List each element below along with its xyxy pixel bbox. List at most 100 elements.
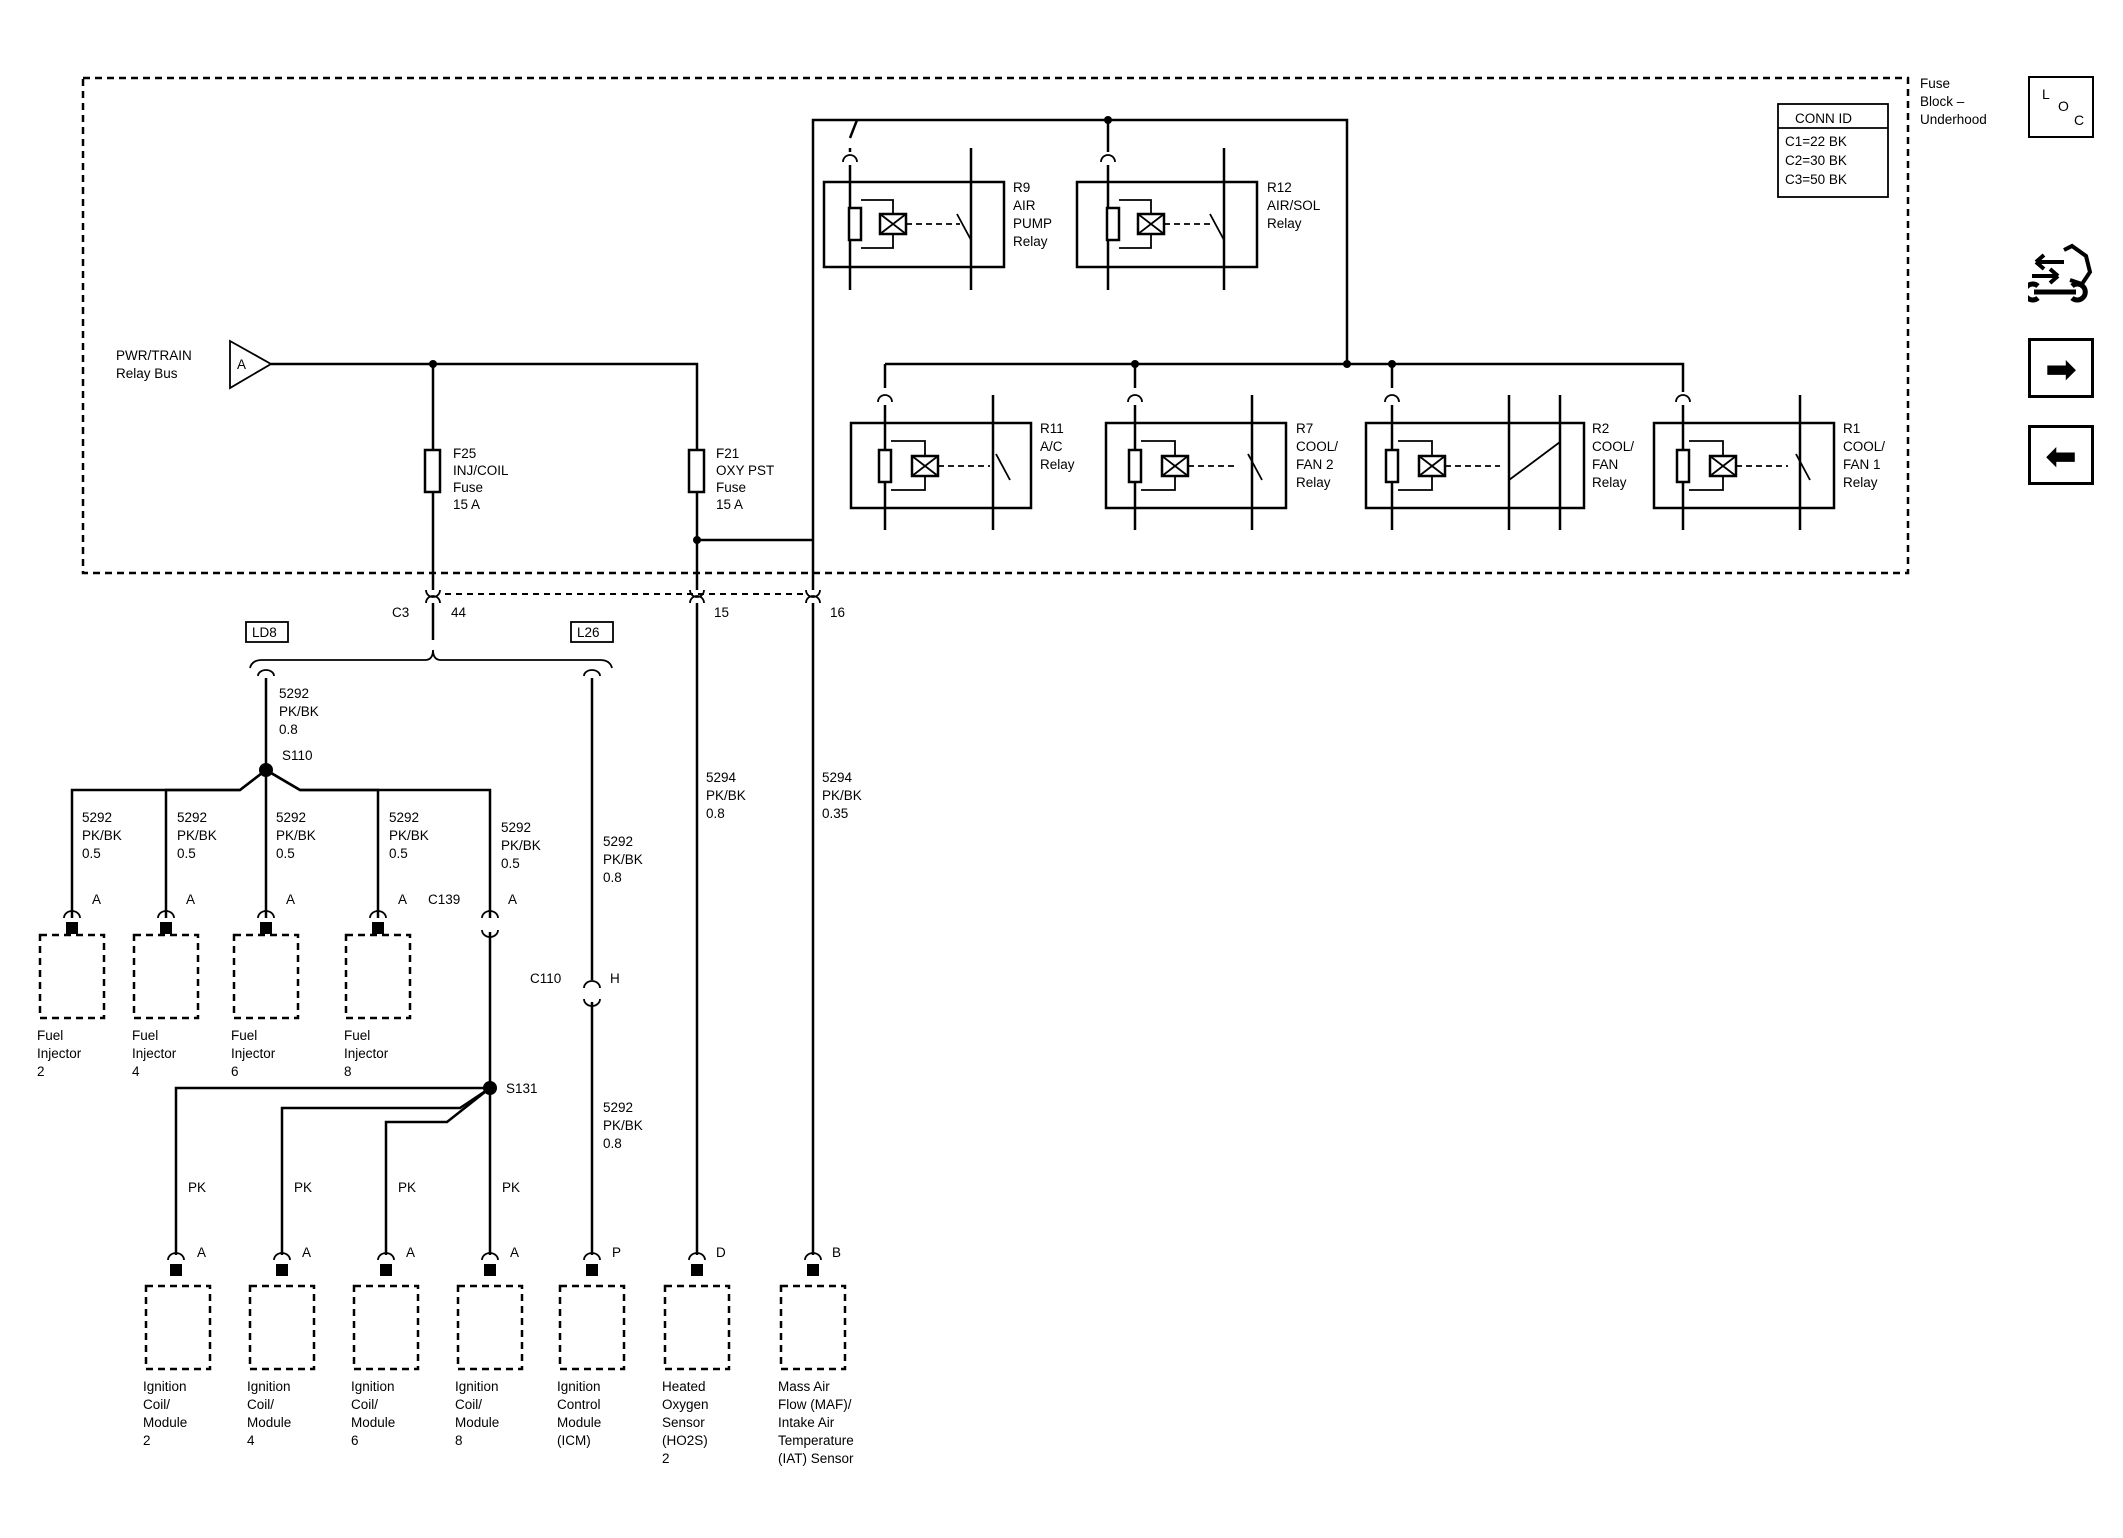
wire-c139-label: 5292 PK/BK 0.5 xyxy=(501,820,541,871)
svg-text:H: H xyxy=(610,971,620,986)
svg-text:R7: R7 xyxy=(1296,421,1313,436)
svg-text:C139: C139 xyxy=(428,892,460,907)
wire-main-label: 5292 PK/BK 0.8 xyxy=(279,686,319,737)
svg-text:5292: 5292 xyxy=(501,820,531,835)
wrench-car-icon[interactable] xyxy=(2028,242,2094,312)
ignition-control-module: P Ignition Control Module (ICM) xyxy=(557,1245,626,1448)
svg-text:Oxygen: Oxygen xyxy=(662,1397,709,1412)
svg-text:A: A xyxy=(398,892,407,907)
fuse-f21: F21 OXY PST Fuse 15 A xyxy=(687,446,774,512)
svg-text:Underhood: Underhood xyxy=(1920,112,1987,127)
svg-text:P: P xyxy=(612,1245,621,1260)
svg-text:Coil/: Coil/ xyxy=(143,1397,170,1412)
svg-text:2: 2 xyxy=(143,1433,151,1448)
svg-text:PK/BK: PK/BK xyxy=(603,1118,643,1133)
svg-text:Relay: Relay xyxy=(1013,234,1048,249)
location-button[interactable]: L O C xyxy=(2028,76,2094,138)
svg-text:D: D xyxy=(716,1245,726,1260)
svg-text:A: A xyxy=(186,892,195,907)
svg-text:Control: Control xyxy=(557,1397,601,1412)
svg-text:5294: 5294 xyxy=(822,770,853,785)
svg-text:8: 8 xyxy=(344,1064,352,1079)
fuel-injector-8: A Fuel Injector 8 xyxy=(344,892,412,1079)
svg-text:A/C: A/C xyxy=(1040,439,1063,454)
svg-text:C3=50 BK: C3=50 BK xyxy=(1785,172,1847,187)
svg-text:0.35: 0.35 xyxy=(822,806,848,821)
svg-text:C2=30 BK: C2=30 BK xyxy=(1785,153,1847,168)
svg-text:Module: Module xyxy=(557,1415,601,1430)
svg-text:8: 8 xyxy=(455,1433,463,1448)
svg-text:C110: C110 xyxy=(530,971,561,986)
svg-text:B: B xyxy=(832,1245,841,1260)
maf-iat-sensor: B Mass Air Flow (MAF)/ Intake Air Temper… xyxy=(778,1245,854,1466)
svg-text:6: 6 xyxy=(351,1433,359,1448)
svg-text:0.8: 0.8 xyxy=(603,1136,622,1151)
svg-text:INJ/COIL: INJ/COIL xyxy=(453,463,509,478)
svg-text:OXY PST: OXY PST xyxy=(716,463,774,478)
fuse-f25: F25 INJ/COIL Fuse 15 A xyxy=(423,446,509,512)
svg-text:R2: R2 xyxy=(1592,421,1609,436)
loc-letter-l: L xyxy=(2042,86,2050,102)
svg-text:Mass Air: Mass Air xyxy=(778,1379,830,1394)
svg-text:15 A: 15 A xyxy=(716,497,743,512)
svg-text:PK/BK: PK/BK xyxy=(389,828,429,843)
svg-text:PK: PK xyxy=(188,1180,206,1195)
svg-text:6: 6 xyxy=(231,1064,239,1079)
svg-text:16: 16 xyxy=(830,605,845,620)
svg-text:R12: R12 xyxy=(1267,180,1292,195)
svg-text:COOL/: COOL/ xyxy=(1843,439,1885,454)
pwr-train-relay-bus: PWR/TRAIN Relay Bus A xyxy=(116,339,273,390)
svg-text:R11: R11 xyxy=(1040,421,1064,436)
svg-text:C3: C3 xyxy=(392,605,409,620)
svg-text:Module: Module xyxy=(247,1415,291,1430)
svg-text:A: A xyxy=(92,892,101,907)
wire-l26-lower-label: 5292 PK/BK 0.8 xyxy=(603,1100,643,1151)
svg-text:Module: Module xyxy=(351,1415,395,1430)
relay-r1: R1 COOL/ FAN 1 Relay xyxy=(1652,394,1885,530)
svg-text:5292: 5292 xyxy=(389,810,419,825)
back-button[interactable]: ⬅ xyxy=(2028,425,2094,485)
heated-oxygen-sensor-2: D Heated Oxygen Sensor (HO2S) 2 xyxy=(662,1245,731,1466)
svg-text:A: A xyxy=(237,357,246,372)
svg-text:A: A xyxy=(508,892,517,907)
fuel-injector-6: A Fuel Injector 6 xyxy=(231,892,300,1079)
fuse-block-boundary xyxy=(81,76,1910,575)
svg-text:Heated: Heated xyxy=(662,1379,706,1394)
svg-text:PK/BK: PK/BK xyxy=(603,852,643,867)
wire-inj8-label: 5292 PK/BK 0.5 xyxy=(389,810,429,861)
svg-text:A: A xyxy=(197,1245,206,1260)
svg-text:0.5: 0.5 xyxy=(177,846,196,861)
svg-text:PK/BK: PK/BK xyxy=(82,828,122,843)
loc-letter-o: O xyxy=(2058,98,2069,114)
svg-text:Injector: Injector xyxy=(37,1046,82,1061)
ignition-coil-6: A Ignition Coil/ Module 6 xyxy=(351,1245,420,1448)
svg-text:Ignition: Ignition xyxy=(455,1379,499,1394)
svg-text:PK/BK: PK/BK xyxy=(822,788,862,803)
svg-text:5292: 5292 xyxy=(82,810,112,825)
svg-text:Coil/: Coil/ xyxy=(351,1397,378,1412)
svg-text:4: 4 xyxy=(132,1064,140,1079)
svg-text:PK/BK: PK/BK xyxy=(279,704,319,719)
svg-text:PK/BK: PK/BK xyxy=(276,828,316,843)
fuel-injector-4: A Fuel Injector 4 xyxy=(132,892,200,1079)
svg-text:Ignition: Ignition xyxy=(143,1379,187,1394)
svg-text:PK/BK: PK/BK xyxy=(706,788,746,803)
wire-inj6-label: 5292 PK/BK 0.5 xyxy=(276,810,316,861)
connector-c139: C139 A xyxy=(428,892,517,938)
option-ld8: LD8 xyxy=(252,625,277,640)
svg-text:A: A xyxy=(510,1245,519,1260)
svg-text:5292: 5292 xyxy=(279,686,309,701)
forward-button[interactable]: ➡ xyxy=(2028,338,2094,398)
svg-text:0.8: 0.8 xyxy=(279,722,298,737)
svg-text:R9: R9 xyxy=(1013,180,1030,195)
svg-text:5292: 5292 xyxy=(177,810,207,825)
svg-text:Fuel: Fuel xyxy=(231,1028,257,1043)
connector-c3: C3 44 15 16 xyxy=(392,589,845,620)
svg-text:Fuel: Fuel xyxy=(37,1028,63,1043)
svg-text:Fuse: Fuse xyxy=(1920,76,1950,91)
svg-text:0.5: 0.5 xyxy=(276,846,295,861)
svg-text:Ignition: Ignition xyxy=(351,1379,395,1394)
svg-text:5292: 5292 xyxy=(603,1100,633,1115)
svg-text:F25: F25 xyxy=(453,446,476,461)
